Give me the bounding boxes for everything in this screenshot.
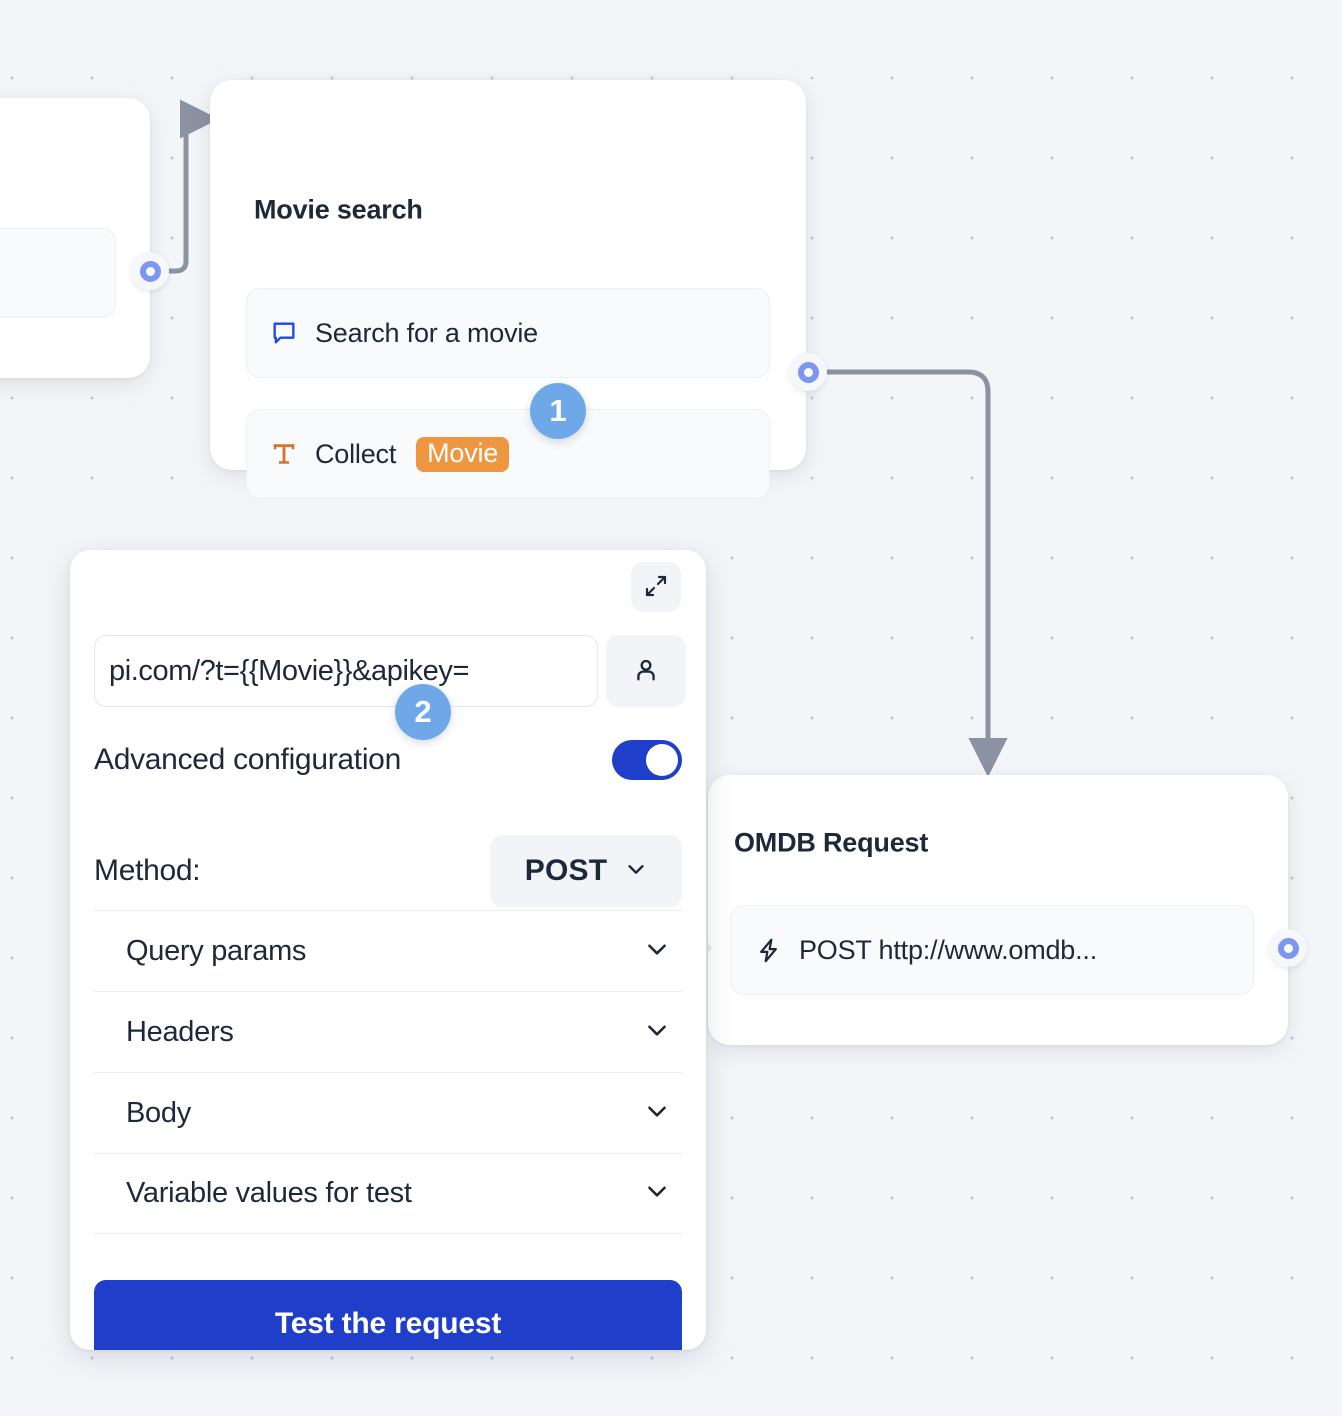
section-query-params[interactable]: Query params <box>94 910 682 991</box>
expand-arrows-icon <box>644 574 668 601</box>
method-label: Method: <box>94 854 201 887</box>
section-body[interactable]: Body <box>94 1072 682 1153</box>
chevron-down-icon[interactable] <box>644 1178 670 1209</box>
person-icon <box>632 656 660 687</box>
step-badge-1: 1 <box>530 383 586 439</box>
section-variable-values-for-test[interactable]: Variable values for test <box>94 1153 682 1234</box>
request-sections-accordion: Query params Headers Body Variable value… <box>94 910 682 1234</box>
node-row-search-for-a-movie[interactable]: Search for a movie <box>246 288 770 378</box>
node-title-movie-search: Movie search <box>254 194 423 225</box>
url-person-button[interactable] <box>606 635 686 707</box>
chat-bubble-icon <box>269 318 299 348</box>
method-select[interactable]: POST <box>490 835 682 907</box>
node-card-omdb-request[interactable]: OMDB Request POST http://www.omdb... <box>708 775 1288 1045</box>
chevron-down-icon[interactable] <box>644 936 670 967</box>
lightning-bolt-icon <box>753 935 783 965</box>
request-url-input[interactable] <box>94 635 598 707</box>
node-row-label: POST http://www.omdb... <box>799 934 1098 965</box>
wire-left-to-movie <box>165 99 220 274</box>
node-row-label: Collect <box>315 438 397 469</box>
step-badge-2: 2 <box>395 684 451 740</box>
section-label: Variable values for test <box>126 1177 412 1209</box>
node-title-omdb-request: OMDB Request <box>734 827 929 858</box>
url-field-group[interactable] <box>94 635 686 707</box>
advanced-configuration-row[interactable]: Advanced configuration <box>94 740 682 780</box>
advanced-configuration-label: Advanced configuration <box>94 743 401 776</box>
expand-panel-button[interactable] <box>631 562 681 612</box>
wire-movie-to-omdb <box>825 369 1008 778</box>
node-card-movie-search[interactable]: Movie search Search for a movie Collect <box>210 80 806 499</box>
section-label: Body <box>126 1096 191 1129</box>
section-label: Headers <box>126 1015 234 1048</box>
node-row-post-request[interactable]: POST http://www.omdb... <box>730 905 1254 995</box>
node-row-collect-movie[interactable]: Collect Movie <box>246 409 770 499</box>
text-t-icon <box>269 439 299 469</box>
node-card-partial-left[interactable] <box>0 98 150 378</box>
section-headers[interactable]: Headers <box>94 991 682 1072</box>
method-value: POST <box>524 854 608 887</box>
chevron-down-icon <box>625 858 647 885</box>
chevron-down-icon[interactable] <box>644 1098 670 1129</box>
port-left-node-output[interactable] <box>131 252 169 290</box>
port-movie-search-output[interactable] <box>789 353 827 391</box>
node-row-partial[interactable] <box>0 228 116 318</box>
variable-chip-movie[interactable]: Movie <box>416 436 510 472</box>
method-row: Method: POST <box>94 835 682 907</box>
chevron-down-icon[interactable] <box>644 1017 670 1048</box>
test-the-request-button[interactable]: Test the request <box>94 1280 682 1350</box>
port-omdb-request-output[interactable] <box>1269 929 1307 967</box>
request-config-panel[interactable]: Advanced configuration Method: POST Quer… <box>70 550 706 1350</box>
node-row-label: Search for a movie <box>315 317 538 348</box>
advanced-configuration-toggle[interactable] <box>612 740 682 780</box>
section-label: Query params <box>126 934 307 967</box>
